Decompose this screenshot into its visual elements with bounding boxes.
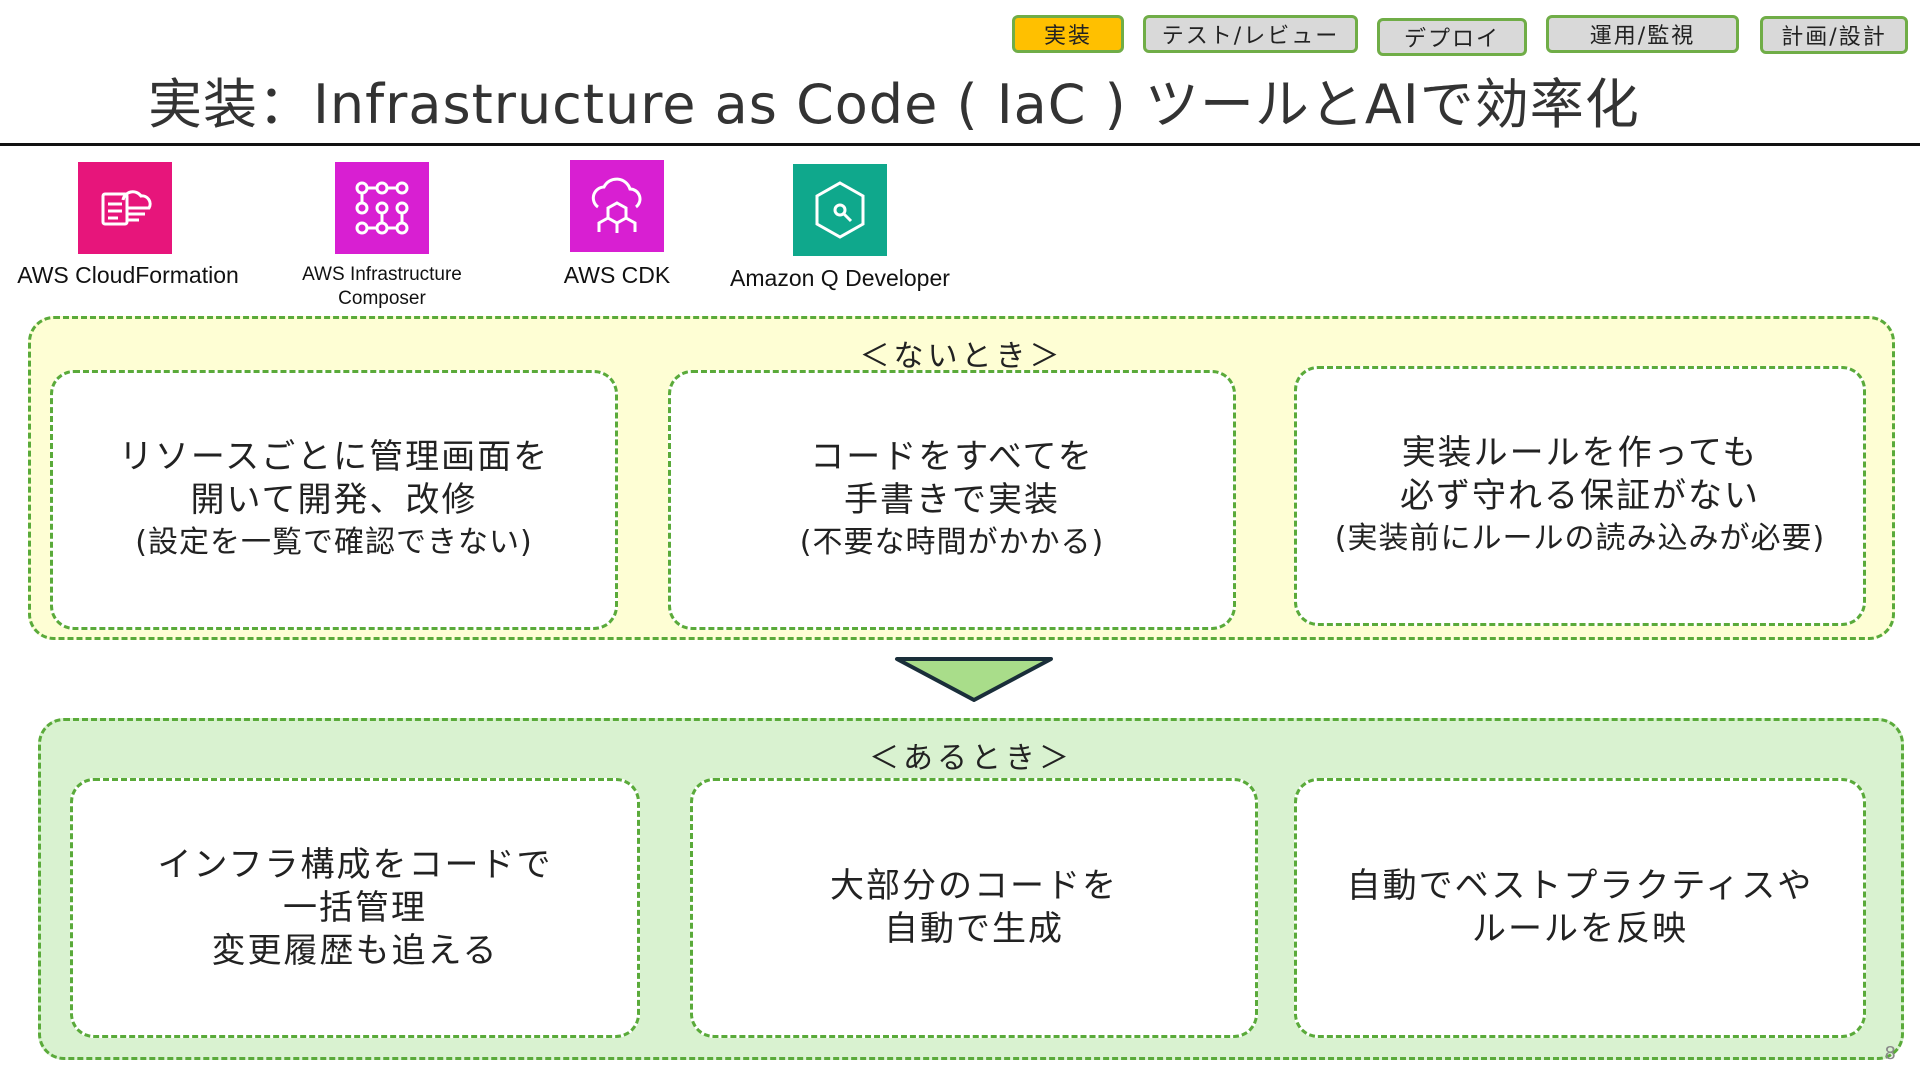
- cloudformation-label: AWS CloudFormation: [17, 262, 239, 288]
- title-divider: [0, 143, 1920, 146]
- down-arrow-icon: [895, 657, 1053, 702]
- tab-test-review[interactable]: テスト/レビュー: [1143, 15, 1358, 53]
- cloudformation-icon: [78, 162, 172, 254]
- without-tools-heading: ＜ないとき＞: [859, 339, 1064, 374]
- q-developer-label: Amazon Q Developer: [730, 265, 950, 291]
- card-line: 実装ルールを作っても: [1401, 433, 1759, 473]
- card-note: (不要な時間がかかる): [799, 525, 1105, 560]
- card-line: リソースごとに管理画面を: [118, 437, 550, 477]
- with-card-code-generation: 大部分のコードを 自動で生成: [690, 778, 1258, 1038]
- page-title: 実装：Infrastructure as Code ( IaC ) ツールとAI…: [148, 73, 1640, 136]
- without-card-rules: 実装ルールを作っても 必ず守れる保証がない (実装前にルールの読み込みが必要): [1294, 366, 1866, 626]
- cdk-icon: [570, 160, 664, 252]
- card-line: コードをすべてを: [810, 437, 1094, 477]
- card-line: 開いて開発、改修: [190, 480, 478, 520]
- card-line: ルールを反映: [1472, 909, 1688, 949]
- card-line: 一括管理: [283, 887, 427, 928]
- infrastructure-composer-icon: [335, 162, 429, 254]
- q-developer-icon: [793, 164, 887, 256]
- card-note: (設定を一覧で確認できない): [135, 525, 533, 560]
- infrastructure-composer-label-line1: AWS Infrastructure: [302, 264, 462, 285]
- tab-deploy[interactable]: デプロイ: [1377, 18, 1527, 56]
- page-number: 8: [1884, 1043, 1896, 1064]
- without-card-manual-code: コードをすべてを 手書きで実装 (不要な時間がかかる): [668, 370, 1236, 630]
- card-line: 大部分のコードを: [830, 866, 1118, 906]
- with-card-best-practices: 自動でベストプラクティスや ルールを反映: [1294, 778, 1866, 1038]
- card-line: 自動で生成: [884, 909, 1064, 949]
- card-line: 必ず守れる保証がない: [1400, 476, 1760, 516]
- tab-planning-design[interactable]: 計画/設計: [1760, 16, 1908, 54]
- tab-implementation[interactable]: 実装: [1012, 15, 1124, 53]
- tab-operations-monitoring[interactable]: 運用/監視: [1546, 15, 1739, 53]
- with-tools-heading: ＜あるとき＞: [869, 741, 1073, 776]
- card-line: 自動でベストプラクティスや: [1346, 866, 1814, 906]
- infrastructure-composer-label-line2: Composer: [338, 288, 426, 309]
- cdk-label: AWS CDK: [563, 262, 671, 288]
- card-line: インフラ構成をコードで: [157, 844, 553, 885]
- with-card-iac: インフラ構成をコードで 一括管理 変更履歴も追える: [70, 778, 640, 1038]
- card-line: 手書きで実装: [844, 480, 1060, 520]
- card-line: 変更履歴も追える: [211, 930, 499, 971]
- without-card-console: リソースごとに管理画面を 開いて開発、改修 (設定を一覧で確認できない): [50, 370, 618, 630]
- card-note: (実装前にルールの読み込みが必要): [1334, 521, 1826, 556]
